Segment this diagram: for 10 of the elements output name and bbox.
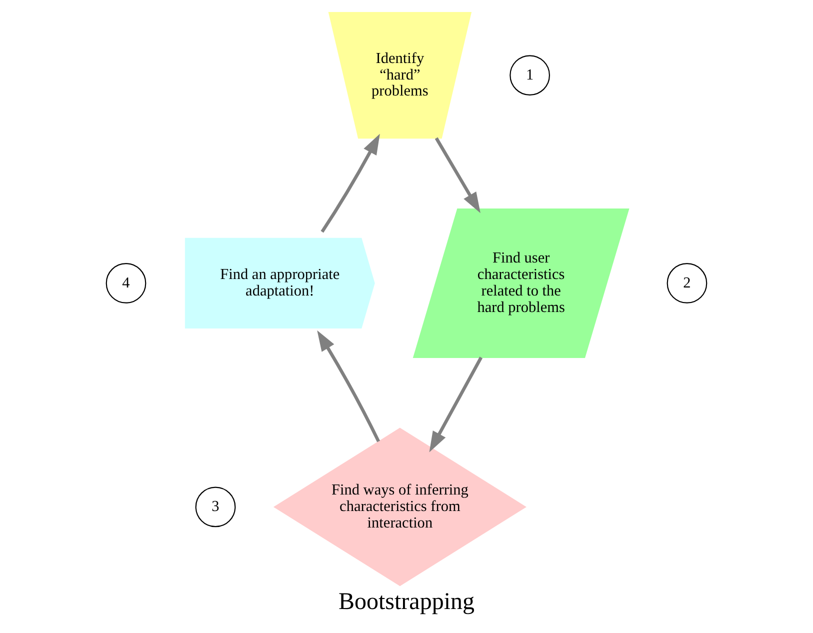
arrow xyxy=(429,356,483,452)
arrow xyxy=(434,137,480,214)
node-circle: 1 xyxy=(510,55,550,96)
node-circle: 4 xyxy=(106,263,146,304)
node-diamond: Find ways of inferring characteristics from interaction xyxy=(273,428,526,586)
node-circle: 2 xyxy=(666,263,708,304)
arrow xyxy=(317,330,380,442)
arrow xyxy=(320,134,380,233)
node-circle: 3 xyxy=(195,486,236,528)
diagram-title: Bootstrapping xyxy=(338,589,474,616)
